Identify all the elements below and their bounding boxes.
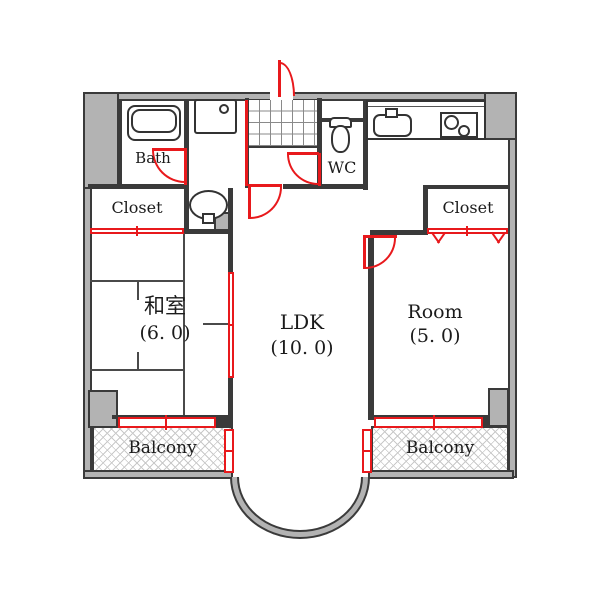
wc-door-leaf (287, 152, 319, 155)
wall-stub-left (215, 418, 233, 428)
room-window-tick (433, 415, 435, 430)
kitchen-counter-edge (368, 106, 484, 107)
washitsu-window (118, 417, 216, 428)
bath-door-leaf (152, 148, 186, 151)
room-door-opening (363, 235, 397, 238)
stove-burner-icon (444, 115, 459, 130)
fusuma-mid-tick (228, 324, 234, 326)
room-label: Room (5. 0) (384, 300, 486, 348)
wall-bath-bottom (88, 184, 188, 189)
bath-label: Bath (135, 149, 171, 167)
toilet-bowl-icon (331, 125, 350, 153)
wc-door-opening (318, 153, 321, 186)
room-size: (5. 0) (409, 325, 461, 347)
fusuma-handle-line (203, 323, 229, 325)
closet-left-label: Closet (111, 198, 163, 217)
washitsu-size: (6. 0) (139, 322, 191, 344)
tatami-line (183, 233, 185, 415)
wall-chunk-bottomleft (88, 390, 118, 428)
wall-wc-left (317, 98, 322, 188)
tatami-line (137, 352, 139, 369)
closet-right-door-tick (466, 226, 468, 236)
ldk-label: LDK (10. 0) (250, 309, 354, 361)
washroom-door (245, 100, 248, 186)
genkan-tile (249, 100, 317, 146)
wall-closet-right-left (423, 185, 428, 234)
tatami-line (137, 282, 139, 300)
ldk-size: (10. 0) (270, 337, 334, 359)
wall-closet-right-top (423, 185, 508, 189)
wall-chunk-bottomright (488, 388, 509, 427)
room-name: Room (407, 301, 463, 323)
genkan-step-line (249, 146, 317, 148)
washitsu-name: 和室 (144, 294, 186, 318)
washitsu-window-tick (165, 415, 167, 430)
bathtub-icon-inner (131, 109, 177, 133)
wall-chunk-topright (484, 92, 517, 140)
room-door-arc (365, 238, 396, 269)
washing-machine-icon (194, 99, 237, 134)
closet-right-label: Closet (442, 198, 494, 217)
ldk-window-left-tick (224, 450, 234, 452)
ldk-door-arc (250, 187, 282, 219)
closet-left-door-tick (136, 226, 138, 236)
entrance-opening (270, 92, 293, 101)
washitsu-label: 和室 (6. 0) (110, 293, 220, 347)
wc-door-arc (287, 154, 318, 185)
ldk-name: LDK (279, 310, 325, 334)
wc-label: WC (327, 158, 357, 177)
stove-burner-icon (458, 125, 470, 137)
kitchen-tap-icon (385, 108, 398, 118)
tatami-line (90, 280, 183, 282)
balcony-right-label: Balcony (405, 438, 475, 458)
wall-outer-right (508, 92, 517, 478)
entrance-door-arc (280, 62, 295, 96)
balcony-left-hatch (92, 426, 233, 472)
ldk-window-right-tick (362, 450, 372, 452)
wall-hall-bottom (283, 184, 368, 189)
wall-bath-left (117, 100, 122, 186)
washing-machine-dial-icon (219, 104, 229, 114)
wall-chunk-topleft (83, 92, 119, 189)
tatami-line (90, 369, 183, 371)
wall-room-top (370, 230, 428, 235)
room-window (374, 417, 483, 428)
bath-door-opening (184, 148, 187, 185)
room-door-leaf (363, 238, 366, 269)
balcony-right-hatch (371, 426, 509, 472)
ldk-door-leaf (248, 187, 251, 219)
wall-washstand-bottom (184, 229, 231, 234)
wall-wc-right (363, 100, 368, 190)
ldk-door-opening (248, 184, 282, 187)
washbasin-tap-icon (202, 213, 215, 224)
wall-stub-right (482, 418, 490, 428)
wall-room-left (368, 235, 374, 420)
balcony-left-label: Balcony (128, 438, 197, 458)
bay-window-wall (229, 477, 371, 541)
